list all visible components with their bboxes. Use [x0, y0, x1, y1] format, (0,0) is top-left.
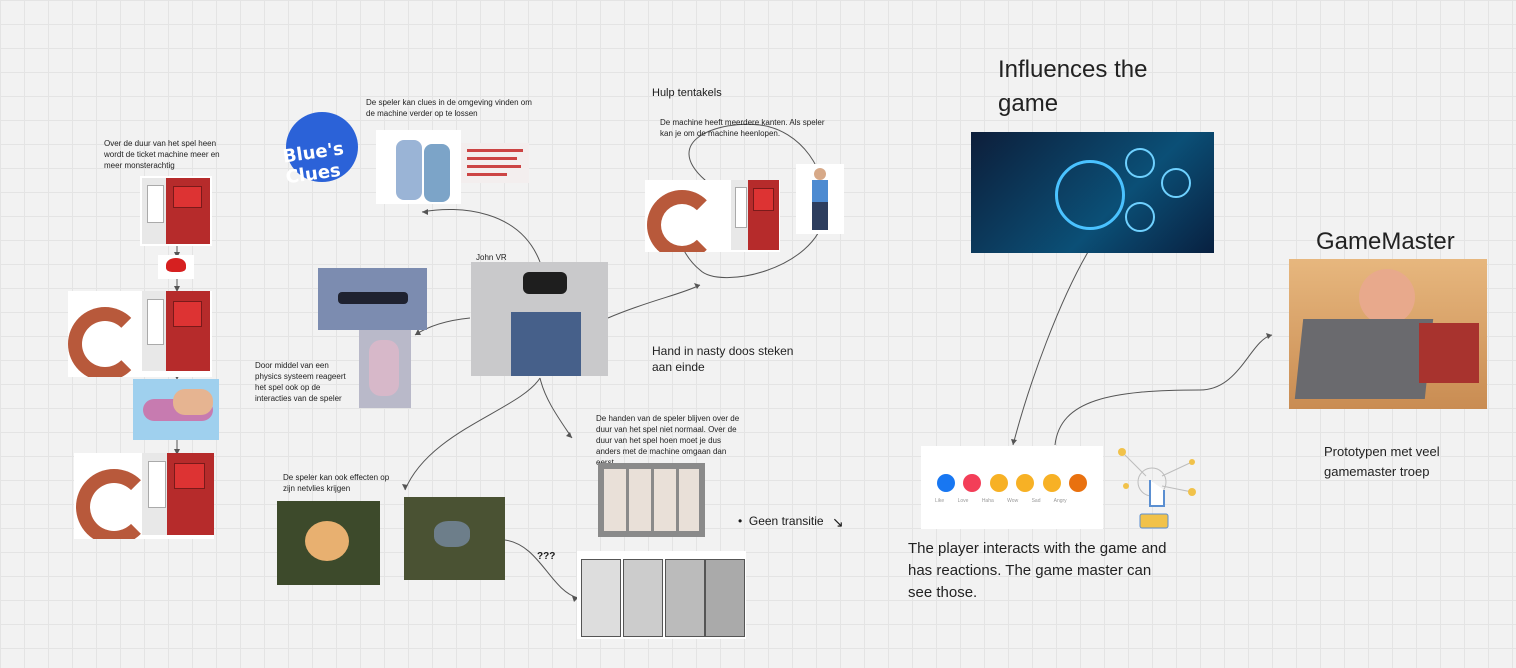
gamemaster-image: [1289, 259, 1487, 409]
hand-grid-image: [598, 463, 705, 537]
john-vr-label: John VR: [476, 253, 507, 262]
clue-people-image: [376, 130, 461, 204]
machine-sides-note: De machine heeft meerdere kanten. Als sp…: [660, 118, 825, 138]
effects-note: De speler kan ook effecten op zijn netvl…: [283, 473, 390, 493]
ticket-machine-image-1: [140, 176, 212, 246]
tentacle-hand-image: [133, 379, 219, 440]
clue-text-image: [461, 143, 529, 183]
influences-title: Influences the game: [998, 56, 1148, 117]
rabbit-hands-image: [577, 551, 746, 639]
clues-note: De speler kan clues in de omgeving vinde…: [366, 98, 532, 118]
blues-clues-logo: Blue's Clues: [266, 104, 378, 186]
vr-headset-icon: [523, 272, 567, 294]
gamemaster-title: GameMaster: [1316, 228, 1455, 255]
ticket-machine: [142, 453, 214, 535]
touch-interaction-icon: [1112, 446, 1198, 532]
ticket-machine: [731, 180, 779, 250]
tentacle-icon: [68, 307, 142, 377]
vr-hands-image: [318, 268, 427, 330]
tentacle-machine-image-2: [74, 453, 214, 539]
love-icon: [963, 474, 982, 492]
player-interacts-note: The player interacts with the game and h…: [908, 540, 1167, 601]
tentacle-icon: [76, 469, 152, 539]
physics-note: Door middel van een physics systeem reag…: [255, 361, 346, 403]
wow-icon: [1016, 474, 1035, 492]
tentacle-hand-vr-image: [359, 330, 411, 408]
prototypen-note: Prototypen met veel gamemaster troep: [1324, 444, 1440, 479]
angry-icon: [1069, 474, 1088, 492]
hulp-tentakels-image: [645, 180, 780, 252]
hand-nasty-note: Hand in nasty doos steken aan einde: [652, 344, 794, 374]
haha-icon: [989, 474, 1008, 492]
hulp-tentakels-label: Hulp tentakels: [652, 87, 722, 99]
like-icon: [937, 474, 955, 492]
tentacle-machine-image-1: [68, 291, 212, 377]
retina-effect-image-2: [404, 497, 505, 580]
internal-control-image: [971, 132, 1214, 253]
retina-effect-image-1: [277, 501, 380, 585]
red-button-icon: [166, 258, 186, 272]
red-button-image: [158, 255, 194, 279]
ticket-machine: [142, 178, 210, 244]
tentacle-icon: [647, 190, 717, 252]
arrow-curve-icon: ↘: [832, 514, 844, 530]
john-vr-image: [471, 262, 608, 376]
hands-abnormal-note: De handen van de speler blijven over de …: [596, 414, 740, 467]
question-label: ???: [537, 551, 556, 562]
reactions-image: Like Love Haha Wow Sad Angry: [921, 446, 1103, 529]
ticket-machine: [142, 291, 210, 371]
sad-icon: [1042, 474, 1061, 492]
walking-person-image: [796, 164, 844, 234]
ticket-machine-note: Over de duur van het spel heen wordt de …: [104, 139, 220, 170]
geen-transitie-label: • Geen transitie: [738, 514, 824, 528]
laptop-icon: [1294, 319, 1434, 399]
